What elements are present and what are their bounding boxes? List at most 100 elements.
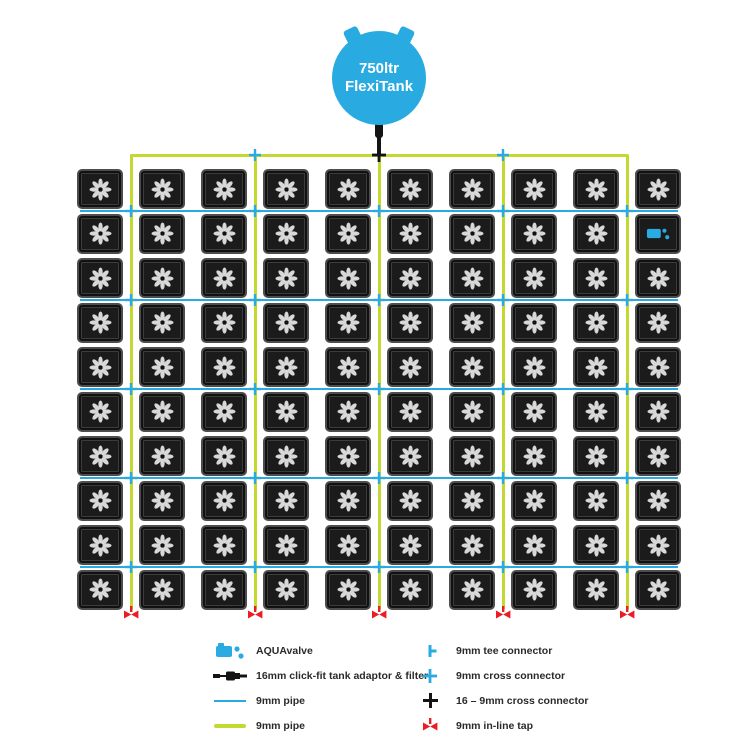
pot bbox=[573, 480, 619, 521]
flower-icon bbox=[460, 533, 484, 557]
flower-icon bbox=[522, 578, 546, 601]
cross-connector-icon bbox=[373, 472, 385, 484]
flower-icon bbox=[212, 266, 236, 290]
cross-connector-icon bbox=[621, 294, 633, 306]
pot bbox=[325, 213, 371, 254]
pot bbox=[635, 302, 681, 343]
flower-icon bbox=[522, 533, 546, 557]
legend-item-aquavalve: AQUAvalve bbox=[212, 638, 428, 663]
pot bbox=[325, 391, 371, 432]
pot bbox=[635, 569, 681, 610]
flower-icon bbox=[584, 222, 608, 245]
cross-connector-icon bbox=[621, 561, 633, 573]
flower-icon bbox=[646, 400, 670, 423]
pot-with-aquavalve bbox=[635, 213, 681, 254]
flower-icon bbox=[88, 444, 112, 468]
pot bbox=[449, 347, 495, 387]
pot bbox=[387, 213, 433, 254]
pot bbox=[325, 258, 371, 298]
pot bbox=[449, 391, 495, 432]
tank-adaptor-icon bbox=[212, 669, 248, 683]
inline-tap-icon bbox=[122, 606, 140, 622]
flower-icon bbox=[460, 311, 484, 334]
cross-connector-icon bbox=[497, 149, 509, 161]
flower-icon bbox=[460, 177, 484, 201]
pot bbox=[387, 436, 433, 476]
legend-label: 9mm pipe bbox=[256, 694, 306, 707]
pipe-9mm-main-drop bbox=[129, 153, 133, 610]
flower-icon bbox=[336, 222, 360, 245]
flower-icon bbox=[584, 444, 608, 468]
legend-label: 9mm in-line tap bbox=[456, 719, 534, 732]
pot bbox=[263, 213, 309, 254]
pot bbox=[201, 347, 247, 387]
pot bbox=[139, 213, 185, 254]
flower-icon bbox=[398, 177, 422, 201]
pot bbox=[77, 569, 123, 610]
pot bbox=[635, 169, 681, 209]
pot bbox=[387, 525, 433, 565]
pipe-blue-icon bbox=[212, 698, 248, 704]
pot bbox=[573, 258, 619, 298]
pot bbox=[139, 347, 185, 387]
pot bbox=[635, 525, 681, 565]
pot bbox=[511, 302, 557, 343]
legend-item-tank-adaptor: 16mm click-fit tank adaptor & filter bbox=[212, 663, 428, 688]
inline-tap-icon bbox=[370, 606, 388, 622]
pot bbox=[573, 525, 619, 565]
pot bbox=[635, 258, 681, 298]
cross-connector-icon bbox=[249, 149, 261, 161]
tee-connector-icon bbox=[412, 644, 448, 658]
pot bbox=[511, 436, 557, 476]
pot bbox=[387, 480, 433, 521]
legend-label: 16 – 9mm cross connector bbox=[456, 694, 589, 707]
flower-icon bbox=[336, 400, 360, 423]
pot bbox=[387, 169, 433, 209]
legend-label: AQUAvalve bbox=[256, 644, 313, 657]
flower-icon bbox=[336, 311, 360, 334]
pot bbox=[201, 213, 247, 254]
pot bbox=[77, 391, 123, 432]
legend-item-inline-tap: 9mm in-line tap bbox=[412, 713, 588, 738]
legend-label: 9mm cross connector bbox=[456, 669, 566, 682]
pot bbox=[449, 525, 495, 565]
pot bbox=[201, 480, 247, 521]
legend-item-cross-16-9: 16 – 9mm cross connector bbox=[412, 688, 588, 713]
flower-icon bbox=[212, 177, 236, 201]
flower-icon bbox=[522, 444, 546, 468]
cross-connector-icon bbox=[125, 205, 137, 217]
pot bbox=[387, 258, 433, 298]
flower-icon bbox=[460, 266, 484, 290]
pot bbox=[573, 569, 619, 610]
flower-icon bbox=[150, 266, 174, 290]
cross-connector-icon bbox=[373, 205, 385, 217]
pot bbox=[325, 347, 371, 387]
flower-icon bbox=[150, 489, 174, 512]
pot bbox=[263, 436, 309, 476]
pot bbox=[387, 302, 433, 343]
pipe-lime-icon bbox=[212, 722, 248, 730]
pot bbox=[139, 169, 185, 209]
pot bbox=[139, 258, 185, 298]
pot bbox=[139, 480, 185, 521]
flower-icon bbox=[88, 400, 112, 423]
pipe-9mm-main-drop bbox=[625, 153, 629, 610]
flower-icon bbox=[646, 266, 670, 290]
inline-tap-icon bbox=[246, 606, 264, 622]
pot bbox=[511, 480, 557, 521]
flower-icon bbox=[88, 177, 112, 201]
flower-icon bbox=[646, 533, 670, 557]
pot bbox=[139, 436, 185, 476]
flower-icon bbox=[88, 266, 112, 290]
pot bbox=[573, 436, 619, 476]
pot bbox=[449, 302, 495, 343]
flower-icon bbox=[88, 355, 112, 379]
pot bbox=[77, 347, 123, 387]
flower-icon bbox=[584, 400, 608, 423]
pot bbox=[201, 302, 247, 343]
legend-item-cross-connector: 9mm cross connector bbox=[412, 663, 588, 688]
flower-icon bbox=[336, 533, 360, 557]
cross-connector-icon bbox=[125, 294, 137, 306]
pot bbox=[201, 436, 247, 476]
flower-icon bbox=[274, 266, 298, 290]
